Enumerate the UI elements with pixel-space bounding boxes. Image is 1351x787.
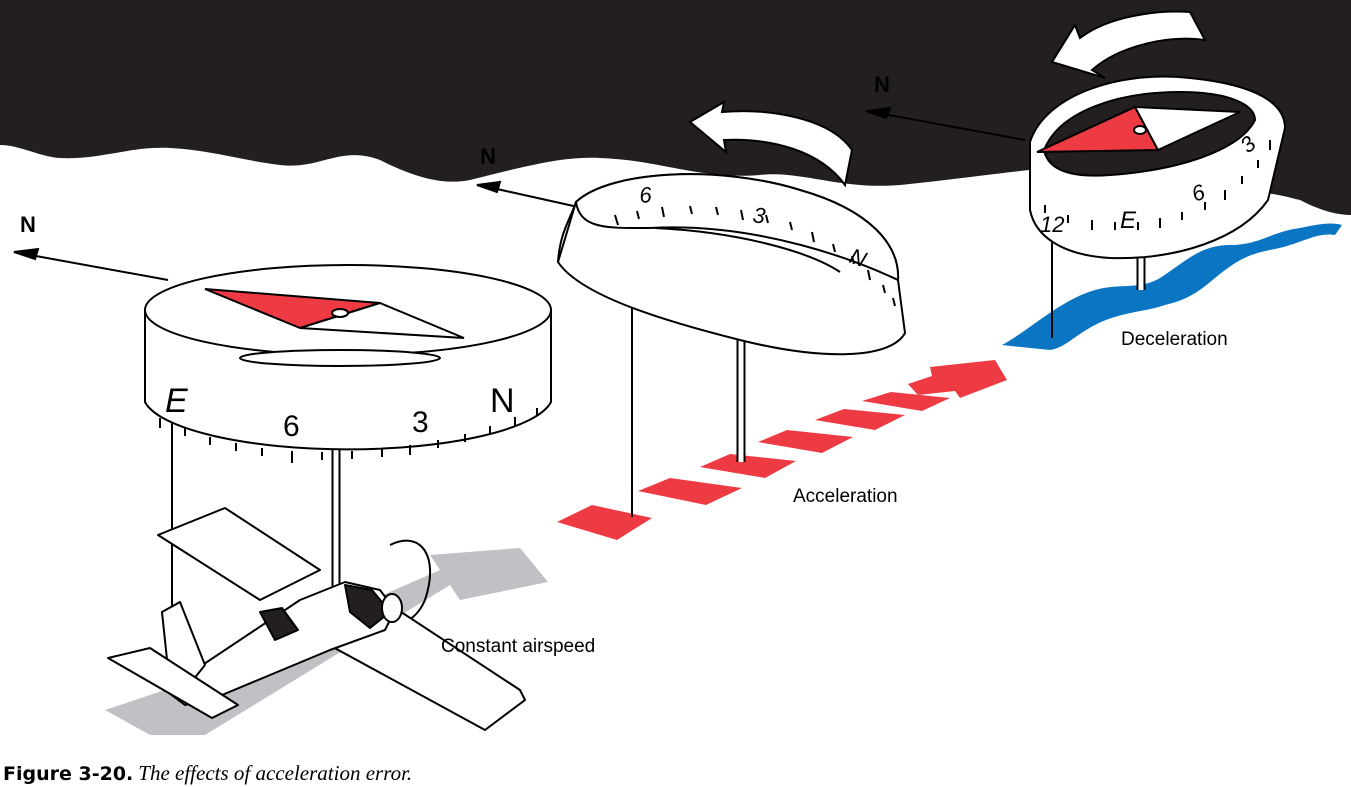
airplane-cockpit-window <box>259 607 299 641</box>
compass-mark-e-constant: E <box>165 382 188 420</box>
compass-scale-ticks-acceleration <box>614 205 896 307</box>
north-arrows <box>13 106 1026 281</box>
airplane-cowling <box>344 584 391 629</box>
airplane-right-wing <box>157 507 321 601</box>
north-label-constant: N <box>20 212 36 237</box>
compass-constant <box>144 264 552 610</box>
compass-mark-12-deceleration: 12 <box>1040 212 1064 237</box>
dark-sky <box>0 0 1351 215</box>
compass-mark-3-constant: 3 <box>412 406 429 439</box>
compass-mark-3-acceleration: 3 <box>751 202 767 229</box>
label-constant-airspeed: Constant airspeed <box>441 636 595 657</box>
figure-number: Figure 3-20. <box>3 763 134 785</box>
compass-scale-ticks-deceleration <box>1044 140 1271 230</box>
airplane <box>107 507 526 731</box>
compass-scale-ticks-constant <box>159 408 538 463</box>
figure-caption-text: The effects of acceleration error. <box>138 761 413 785</box>
compass-mark-n-constant: N <box>490 382 515 420</box>
compass-acceleration <box>556 173 907 517</box>
compass-mark-6-constant: 6 <box>283 410 300 443</box>
airplane-horizontal-stabilizer <box>107 647 239 719</box>
compass-deceleration <box>1029 75 1287 338</box>
compass-mark-6-acceleration: 6 <box>638 182 653 208</box>
compass-mark-e-deceleration: E <box>1120 207 1137 234</box>
water-wave <box>1002 223 1342 350</box>
label-acceleration: Acceleration <box>793 486 898 507</box>
rotation-arrow-acceleration <box>688 100 854 188</box>
figure-caption: Figure 3-20. The effects of acceleration… <box>3 760 412 786</box>
north-label-acceleration: N <box>480 144 496 169</box>
rotation-arrow-deceleration <box>1050 10 1207 79</box>
acceleration-track <box>557 360 1007 540</box>
label-deceleration: Deceleration <box>1121 329 1228 350</box>
airplane-spinner <box>381 593 403 623</box>
north-label-deceleration: N <box>874 72 890 97</box>
